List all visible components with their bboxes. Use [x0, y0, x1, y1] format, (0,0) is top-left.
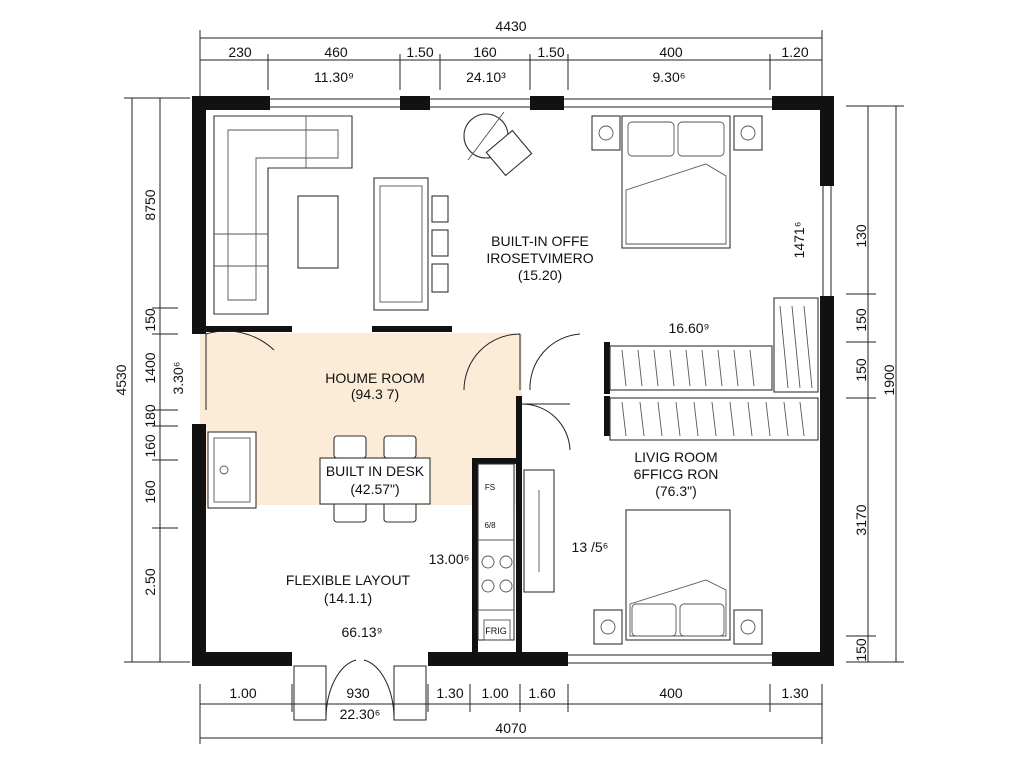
- dim-bottom-4: 1.00: [481, 685, 508, 701]
- kitchen-dim: 13.00⁶: [429, 551, 470, 567]
- dim-bottom-total: 4070: [495, 720, 526, 736]
- hall-dim: 13 /5⁶: [572, 539, 609, 555]
- dim-top-7: 1.20: [781, 44, 808, 60]
- counter-label-2: 6/8: [484, 521, 496, 530]
- dim-top-1: 230: [228, 44, 252, 60]
- desk-area: (42.57"): [350, 481, 399, 497]
- closet-wardrobe: [609, 297, 819, 441]
- office-area: (15.20): [518, 267, 562, 283]
- dim-top-6: 400: [659, 44, 683, 60]
- dim-left-3: 1400: [142, 352, 158, 383]
- home-room-area: (94.3 7): [351, 386, 399, 402]
- shower: [207, 431, 257, 509]
- dim-right-4: 3170: [853, 504, 869, 535]
- dim-left-7: 2.50: [142, 568, 158, 595]
- dim-top-2: 460: [324, 44, 348, 60]
- right-dimensions: 130 150 150 3170 150 1900: [846, 105, 904, 663]
- fridge-label: FRIG: [485, 626, 507, 636]
- desk-name: BUILT IN DESK: [326, 463, 425, 479]
- dim-right-1: 130: [853, 224, 869, 248]
- dim-bottom-1: 1.00: [229, 685, 256, 701]
- dim-right-2: 150: [853, 308, 869, 332]
- dim-bottom-7: 1.30: [781, 685, 808, 701]
- home-room-name: HOUME ROOM: [325, 370, 425, 386]
- dim-bottom-5: 1.60: [528, 685, 555, 701]
- sectional-sofa: [213, 115, 353, 315]
- armchair: [463, 111, 533, 177]
- dim-left-inner: 3.30⁶: [170, 361, 186, 394]
- coffee-table: [297, 195, 339, 269]
- dim-left-total: 4530: [113, 364, 129, 395]
- flex-area: (14.1.1): [324, 590, 372, 606]
- dim-bottom-3: 1.30: [436, 685, 463, 701]
- doors: [205, 330, 581, 721]
- built-in-desk: [319, 457, 431, 505]
- bottom-dimensions: 1.00 930 1.30 1.00 1.60 400 1.30 22.30⁶ …: [199, 684, 823, 744]
- office-name-2: IROSETVIMERO: [486, 250, 593, 266]
- dim-bottom-2: 930: [346, 685, 370, 701]
- dim-right-total: 1900: [881, 364, 897, 395]
- bottom-dim: 66.13⁹: [341, 624, 382, 640]
- dim-top-second-2: 24.10³: [466, 69, 506, 85]
- dim-top-5: 1.50: [537, 44, 564, 60]
- closet-dim: 16.60⁹: [668, 320, 709, 336]
- dim-left-1: 8750: [142, 189, 158, 220]
- right-inner-dim: 1471⁶: [791, 222, 807, 259]
- living-name-1: LIVIG ROOM: [634, 449, 717, 465]
- dim-bottom-sub: 22.30⁶: [340, 706, 381, 722]
- dining-bench: [373, 177, 449, 311]
- dim-left-5: 160: [142, 434, 158, 458]
- bottom-bed: [593, 509, 763, 645]
- office-name-1: BUILT-IN OFFE: [491, 233, 589, 249]
- living-area: (76.3"): [655, 483, 697, 499]
- dim-right-3: 150: [853, 358, 869, 382]
- dim-bottom-6: 400: [659, 685, 683, 701]
- left-dimensions: 4530 8750 150 1400 180 160 160 2.50 3.30…: [113, 97, 190, 663]
- dim-top-3: 1.50: [406, 44, 433, 60]
- walls: [192, 96, 834, 666]
- room-labels: BUILT-IN OFFE IROSETVIMERO (15.20) HOUME…: [286, 222, 807, 640]
- dim-left-6: 160: [142, 480, 158, 504]
- top-dimensions: 4430 230 460 1.50 160 1.50 400 1.20 11.3…: [199, 18, 823, 96]
- kitchen-counter: [477, 463, 555, 641]
- dim-top-second-3: 9.30⁶: [652, 69, 685, 85]
- dim-top-4: 160: [473, 44, 497, 60]
- top-bed: [591, 115, 763, 249]
- living-name-2: 6FFICG RON: [634, 466, 719, 482]
- dim-top-total: 4430: [495, 18, 526, 34]
- dim-right-5: 150: [853, 638, 869, 662]
- dim-top-second-1: 11.30⁹: [314, 69, 354, 85]
- flex-name: FLEXIBLE LAYOUT: [286, 572, 411, 588]
- dim-left-4: 180: [142, 404, 158, 428]
- dim-left-2: 150: [142, 308, 158, 332]
- counter-label-1: FS: [485, 483, 495, 492]
